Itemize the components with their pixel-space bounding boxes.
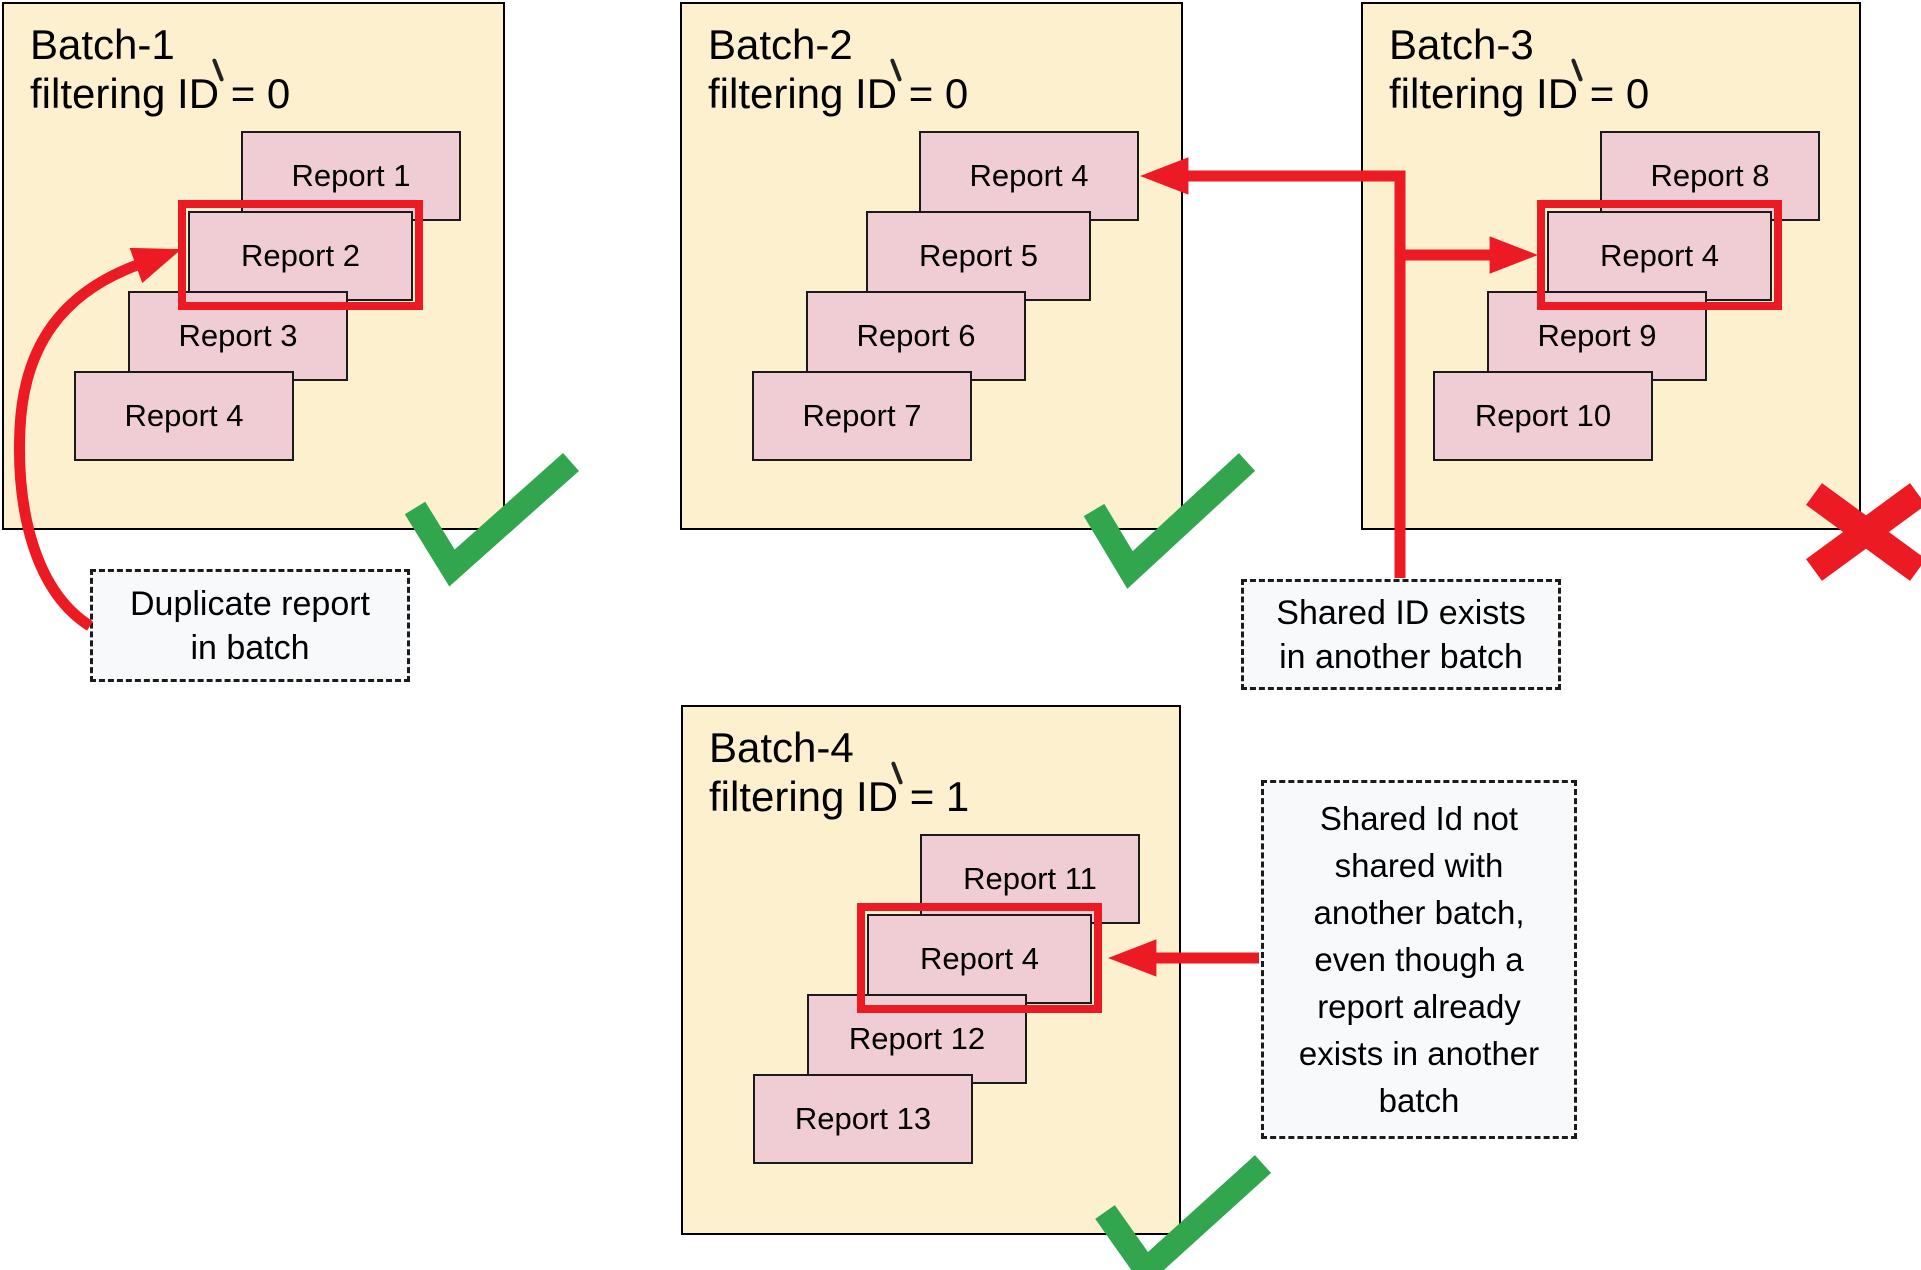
report-card: Report 10	[1433, 371, 1653, 461]
batch-4-box: Batch-4 filtering ID = 1 Report 11 Repor…	[681, 705, 1181, 1235]
report-card: Report 4	[867, 914, 1092, 1004]
report-label: Report 3	[178, 318, 298, 353]
note-shared-id-exists: Shared ID exists in another batch	[1241, 579, 1561, 690]
report-label: Report 4	[920, 941, 1039, 976]
batch-1-title: Batch-1 filtering ID = 0	[30, 20, 290, 118]
report-card: Report 4	[1547, 211, 1772, 301]
report-label: Report 12	[848, 1021, 986, 1056]
batch-3-title: Batch-3 filtering ID = 0	[1389, 20, 1649, 118]
report-label: Report 1	[291, 158, 411, 193]
report-label: Report 4	[124, 398, 244, 433]
batch-3-name: Batch-3	[1389, 21, 1534, 68]
report-card: Report 7	[752, 371, 972, 461]
batch-3-box: Batch-3 filtering ID = 0 Report 8 Report…	[1361, 2, 1861, 530]
duplicate-report-highlight-box	[178, 200, 423, 310]
batch-3-filter: filtering ID = 0	[1389, 70, 1650, 117]
batch-4-filter: filtering ID = 1	[709, 773, 970, 820]
note-duplicate-report: Duplicate report in batch	[90, 569, 410, 682]
report-card: Report 13	[753, 1074, 973, 1164]
report-label: Report 13	[794, 1101, 932, 1136]
report-card: Report 5	[866, 211, 1091, 301]
report-card: Report 4	[74, 371, 294, 461]
report-label: Report 8	[1650, 158, 1770, 193]
report-card: Report 4	[919, 131, 1139, 221]
batch-4-name: Batch-4	[709, 724, 854, 771]
report-label: Report 10	[1474, 398, 1612, 433]
report-label: Report 6	[856, 318, 976, 353]
note-shared-id-not-shared: Shared Id not shared with another batch,…	[1261, 780, 1577, 1139]
shared-report-highlight-box	[857, 903, 1102, 1013]
report-label: Report 11	[963, 861, 1097, 896]
batch-1-box: Batch-1 filtering ID = 0 Report 1 Report…	[2, 2, 505, 530]
batch-1-filter: filtering ID = 0	[30, 70, 291, 117]
batch-2-filter: filtering ID = 0	[708, 70, 969, 117]
batch-2-box: Batch-2 filtering ID = 0 Report 4 Report…	[680, 2, 1183, 530]
report-label: Report 4	[1600, 238, 1719, 273]
report-card: Report 6	[806, 291, 1026, 381]
batch-1-name: Batch-1	[30, 21, 175, 68]
batch-2-title: Batch-2 filtering ID = 0	[708, 20, 968, 118]
shared-report-highlight-box	[1537, 200, 1782, 310]
report-label: Report 9	[1537, 318, 1657, 353]
report-label: Report 4	[969, 158, 1089, 193]
report-label: Report 7	[802, 398, 922, 433]
report-label: Report 5	[919, 238, 1038, 273]
report-label: Report 2	[241, 238, 360, 273]
batch-4-title: Batch-4 filtering ID = 1	[709, 723, 969, 821]
batch-2-name: Batch-2	[708, 21, 853, 68]
